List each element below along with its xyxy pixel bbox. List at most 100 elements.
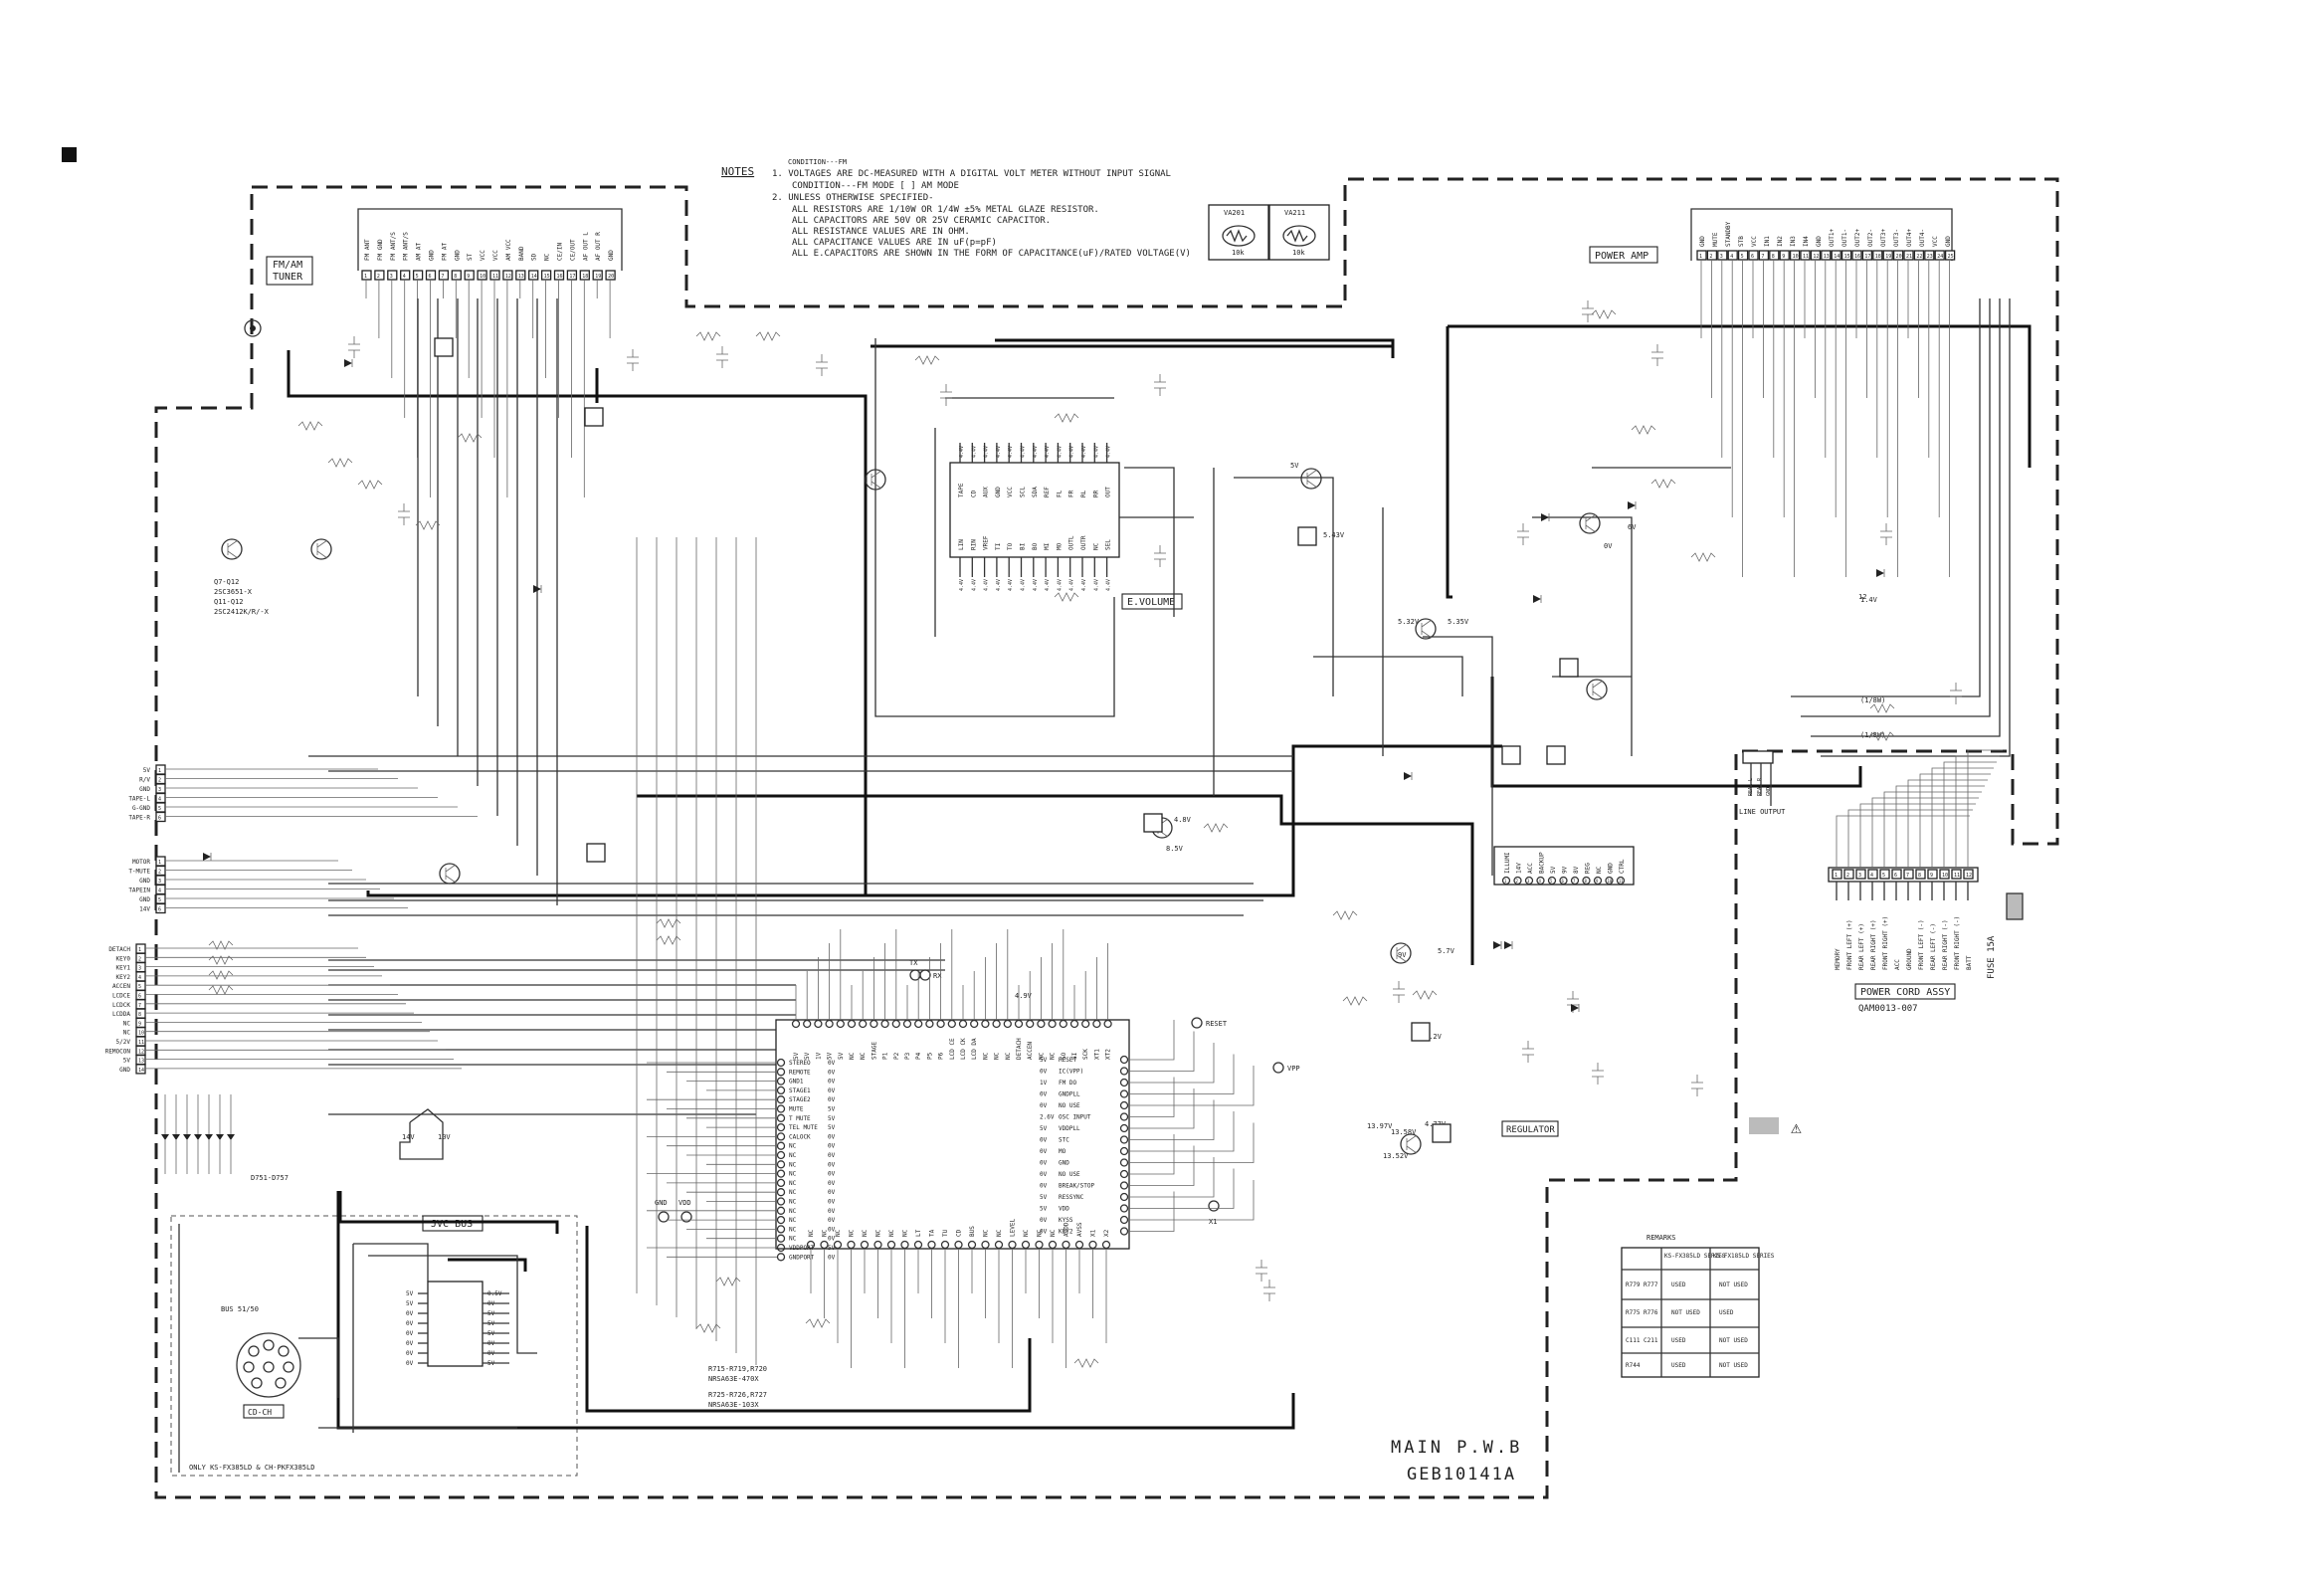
left-connector-number: 2 bbox=[158, 778, 161, 784]
power-cord-pin-label: ACC bbox=[1894, 959, 1901, 970]
tuner-pin-number: 3 bbox=[390, 274, 393, 280]
amp-pin-box bbox=[1706, 250, 1718, 261]
left-connector-label: REMOCON bbox=[105, 1048, 131, 1055]
mcu-right-pin-volt: 0V bbox=[1040, 1217, 1048, 1224]
tuner-pin-label: CE/OUT bbox=[569, 239, 576, 261]
left-connector-number: 12 bbox=[138, 1049, 144, 1055]
mcu-bottom-pin-label: NC bbox=[822, 1229, 829, 1237]
mcu-left-pin bbox=[776, 1197, 786, 1206]
regulator-pin-number: 6 bbox=[1562, 879, 1565, 884]
mcu-right-pin-volt: 0V bbox=[1040, 1102, 1048, 1109]
power-cord-pin-number: 1 bbox=[1835, 873, 1838, 879]
bus-ic-left-volt: 0V bbox=[406, 1350, 414, 1357]
bus-ic-left-volt: 0V bbox=[406, 1320, 414, 1327]
power-cord-pin-box bbox=[1951, 869, 1962, 880]
left-connector-label: KEY1 bbox=[116, 965, 131, 972]
left-connector-label: LCDDA bbox=[112, 1011, 130, 1018]
left-connector-label: R/V bbox=[139, 777, 150, 784]
mcu-bottom-pin bbox=[1101, 1240, 1111, 1250]
mcu-right-pin-label: BREAK/STOP bbox=[1059, 1183, 1095, 1190]
evolume-bottom-pin-label: RIN bbox=[970, 539, 977, 550]
left-connector-label: 5V bbox=[143, 767, 151, 774]
mcu-left-pin bbox=[776, 1253, 786, 1262]
mcu-top-pin-label: 5V bbox=[804, 1052, 811, 1060]
amp-pin-label: MUTE bbox=[1712, 232, 1719, 247]
mcu-left-pin-label: NC bbox=[789, 1180, 797, 1187]
tuner-pin-box bbox=[528, 270, 539, 281]
mcu-left-pin bbox=[776, 1141, 786, 1150]
tuner-label-1: FM/AM bbox=[273, 260, 302, 271]
svg-text:13.52V: 13.52V bbox=[1383, 1152, 1409, 1160]
amp-pin-box bbox=[1924, 250, 1935, 261]
power-cord-pin-number: 5 bbox=[1882, 873, 1885, 879]
tuner-pin-label: AM VCC bbox=[505, 239, 512, 261]
mcu-right-pin-label: NO USE bbox=[1059, 1171, 1080, 1178]
mcu-top-pin bbox=[847, 1019, 857, 1029]
mcu-top-pin bbox=[870, 1019, 878, 1029]
tuner-label-2: TUNER bbox=[273, 272, 303, 283]
vdd-tp-label: VDD bbox=[678, 1199, 691, 1207]
mcu-left-pin-volt: 5V bbox=[828, 1115, 836, 1122]
bus-connector-circle bbox=[236, 1332, 301, 1398]
mcu-left-pin bbox=[776, 1113, 786, 1122]
tuner-label-box bbox=[266, 256, 313, 286]
tuner-pin-number: 2 bbox=[377, 274, 380, 280]
mcu-top-pin bbox=[825, 1019, 834, 1029]
mcu-bottom-pin bbox=[820, 1240, 829, 1250]
amp-pin-box bbox=[1717, 250, 1728, 261]
mcu-right-pin-label: GND bbox=[1059, 1160, 1069, 1167]
evolume-bottom-volt: 4.4V bbox=[959, 579, 965, 591]
mcu-left-pin bbox=[776, 1188, 786, 1197]
tuner-pin-box bbox=[592, 270, 603, 281]
evolume-top-pin-label: SCL bbox=[1020, 487, 1027, 497]
amp-pin-label: OUT4+ bbox=[1906, 229, 1913, 247]
svg-text:4.8V: 4.8V bbox=[1174, 816, 1192, 824]
regulator-pin-label: REG bbox=[1585, 863, 1592, 874]
amp-pin-box bbox=[1810, 250, 1822, 261]
amp-pin-number: 5 bbox=[1741, 254, 1744, 260]
mcu-right-pin bbox=[1119, 1204, 1129, 1213]
power-cord-pin-label: BATT bbox=[1966, 955, 1973, 970]
safety-mark: ⚠ bbox=[1791, 1117, 1802, 1138]
mcu-left-pin bbox=[776, 1058, 786, 1068]
evolume-top-volt: 4.4V bbox=[1081, 446, 1087, 458]
mcu-top-pin bbox=[1103, 1019, 1112, 1029]
tuner-pin-box bbox=[477, 270, 487, 281]
mcu-left-pin-label: NC bbox=[789, 1199, 797, 1206]
left-connector-label: 5V bbox=[123, 1058, 131, 1065]
mcu-top-pin-label: NC bbox=[1038, 1052, 1045, 1060]
power-cord-pin-number: 3 bbox=[1858, 873, 1861, 879]
bus-din-pin bbox=[283, 1361, 294, 1373]
tuner-pin-number: 12 bbox=[505, 274, 511, 280]
regulator-pin-number: 1 bbox=[1504, 879, 1507, 884]
mcu-left-pin-volt: 0V bbox=[828, 1236, 836, 1243]
mcu-right-pin-volt: 0V bbox=[1040, 1091, 1048, 1098]
amp-pin-number: 25 bbox=[1948, 254, 1954, 260]
mcu-left-pin-volt: 0V bbox=[828, 1171, 836, 1178]
amp-pin-label: IN1 bbox=[1764, 236, 1771, 247]
tuner-pin-label: VCC bbox=[492, 250, 499, 261]
power-cord-pin-number: 11 bbox=[1954, 873, 1960, 879]
mcu-right-pin bbox=[1119, 1112, 1129, 1121]
evolume-top-volt: 4.4V bbox=[1057, 446, 1063, 458]
remarks-table: REMARKS KS-FX385LD SERIES KS-FX185LD SER… bbox=[1621, 1234, 1775, 1378]
power-amp-label-box bbox=[1589, 246, 1658, 264]
regulator-pin-number: 7 bbox=[1573, 879, 1576, 884]
tuner-connector-outline bbox=[357, 208, 623, 271]
evolume-top-volt: 4.4V bbox=[1045, 446, 1051, 458]
mcu-left-pin-volt: 0V bbox=[828, 1087, 836, 1094]
left-connector-label: LCDCK bbox=[112, 1002, 130, 1009]
evolume-bottom-volt: 4.4V bbox=[1106, 579, 1112, 591]
evolume-top-volt: 4.4V bbox=[1069, 446, 1075, 458]
antenna-jack bbox=[244, 319, 262, 337]
notes-heading: NOTES bbox=[721, 165, 754, 178]
left-connector-label: GND bbox=[139, 786, 150, 793]
tuner-pin-label: GND bbox=[454, 250, 461, 261]
amp-connector-outline bbox=[1690, 208, 1953, 261]
regulator-pin-number: 10 bbox=[1608, 879, 1613, 884]
amp-pin-box bbox=[1944, 250, 1956, 261]
mcu-left-pin-label: REMOTE bbox=[789, 1069, 811, 1076]
mcu-top-pin bbox=[1014, 1019, 1024, 1029]
regulator-ic-block: ILLUMI114V2ACC3BACKUP45V59V68V7REG8NC9GN… bbox=[1493, 846, 1635, 1137]
mcu-left-pin bbox=[776, 1160, 786, 1169]
